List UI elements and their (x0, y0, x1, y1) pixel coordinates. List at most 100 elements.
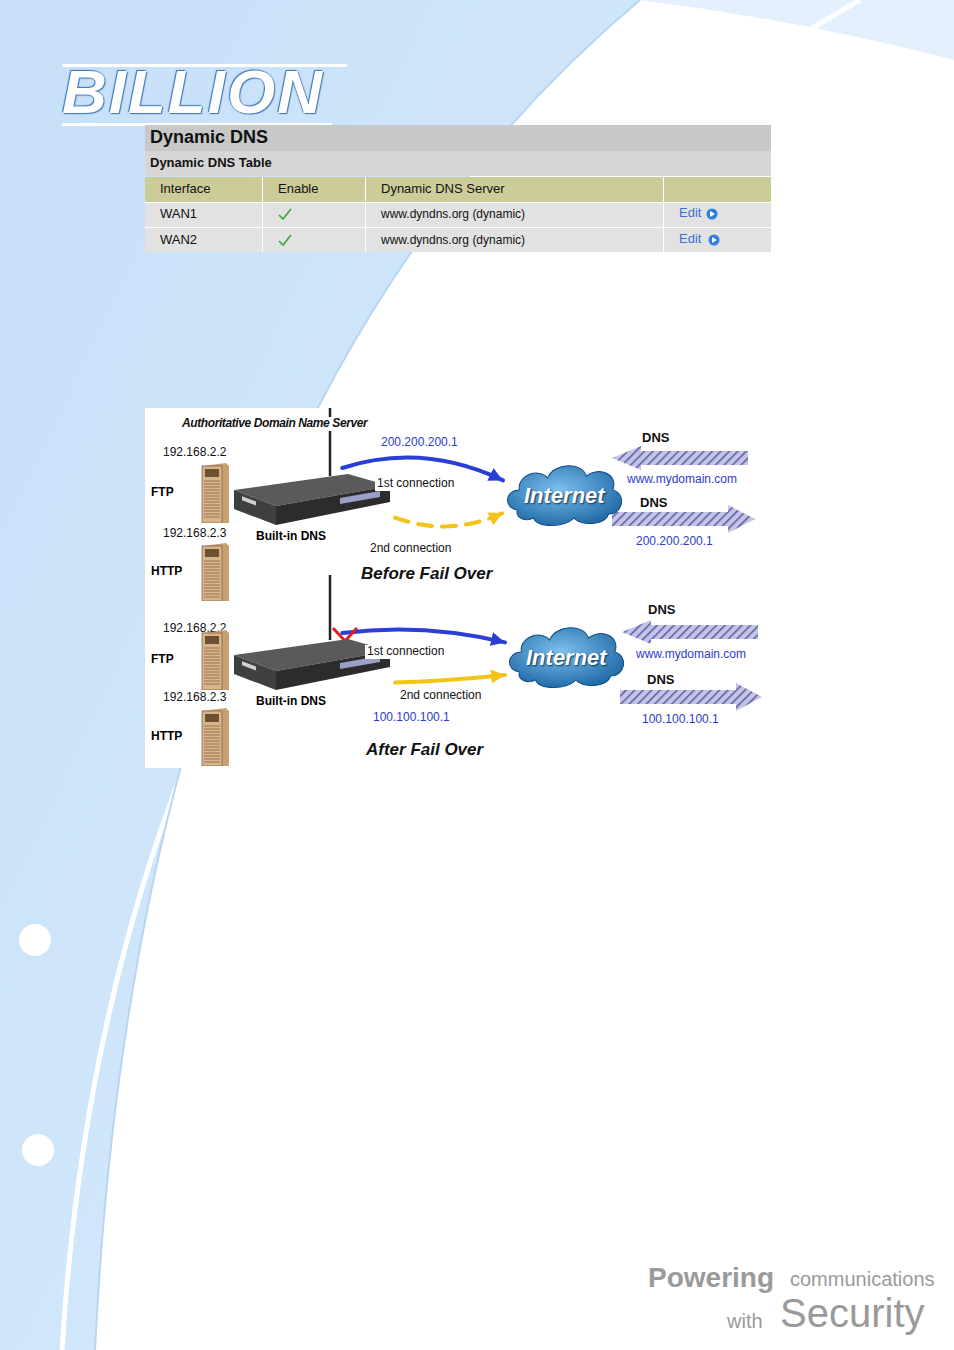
state-caption: After Fail Over (366, 740, 483, 760)
logo-text: BILLION (62, 56, 324, 127)
ddns-table-part (145, 203, 771, 227)
router-side (234, 655, 276, 690)
server-vent (204, 678, 220, 679)
server-vent (204, 750, 220, 751)
server-vent (204, 594, 220, 595)
ip-address: 200.200.200.1 (381, 436, 458, 450)
server-front (202, 466, 222, 523)
connection-arrow (395, 675, 505, 683)
server-vent (204, 753, 220, 754)
server-text: HTTP (151, 730, 182, 744)
server-vent (204, 573, 220, 574)
server-front (202, 633, 222, 690)
server-node: HTTP (148, 708, 230, 766)
server-vent (204, 511, 220, 512)
router-text: Built-in DNS (256, 530, 326, 544)
dns-arrow (620, 683, 762, 711)
router-side (234, 490, 276, 525)
decor-dot (19, 924, 51, 956)
edit-icon (712, 237, 717, 243)
ddns-table-part (365, 177, 366, 252)
ddns-table-part (145, 151, 771, 176)
dns-arrow-part (640, 451, 748, 465)
server-vent (204, 567, 220, 568)
router-text: Built-in DNS (256, 695, 326, 709)
domain-name: www.mydomain.com (627, 473, 737, 487)
edit-icon (709, 235, 720, 246)
edit-icon (710, 211, 715, 217)
connection-label: 2nd connection (398, 689, 483, 703)
cloud-node: Internet (503, 460, 625, 528)
dns-arrow-part (612, 512, 730, 526)
server-body (202, 708, 229, 766)
dns-arrow-part (612, 446, 641, 470)
router-node: Built-in DNS (230, 468, 395, 548)
ddns-table-part (145, 227, 771, 228)
ip-address: 192.168.2.2 (163, 446, 226, 460)
column-header: Dynamic DNS Server (381, 182, 505, 197)
ip-address: 100.100.100.1 (373, 711, 450, 725)
dns-label: DNS (642, 431, 669, 446)
server-text: FTP (151, 486, 174, 500)
decor-dot (22, 1134, 54, 1166)
router-badge (242, 661, 256, 670)
cloud-node: Internet (505, 622, 627, 690)
cloud-outline (510, 628, 624, 688)
server-node: HTTP (148, 543, 230, 601)
server-vent (204, 744, 220, 745)
edit-link: Edit (679, 232, 701, 247)
server-vent (204, 585, 220, 586)
server-vent (204, 561, 220, 562)
server-vent (204, 582, 220, 583)
slogan-word: Security (780, 1290, 925, 1336)
slogan-word: Powering (648, 1262, 774, 1294)
server-vent (204, 648, 220, 649)
server-vent (204, 756, 220, 757)
connection-label: 2nd connection (368, 542, 453, 556)
check-mark (279, 235, 291, 245)
server-icon (198, 543, 230, 601)
dns-arrow-part (728, 505, 755, 533)
table-title: Dynamic DNS (150, 127, 268, 148)
server-vent (204, 508, 220, 509)
server-vent (204, 564, 220, 565)
server-node: FTP (148, 463, 230, 523)
dns-label: DNS (648, 603, 675, 618)
edit-link: Edit (679, 206, 701, 221)
ddns-table-part (145, 125, 771, 151)
white-arc (62, 0, 860, 1350)
server-node: FTP (148, 630, 230, 690)
server-vent (204, 484, 220, 485)
server-vent (204, 681, 220, 682)
dns-arrow (612, 505, 755, 533)
ddns-table-part (262, 177, 263, 252)
server-vent (204, 747, 220, 748)
connection-arrow (342, 629, 505, 642)
ddns-table-part (145, 202, 771, 203)
cloud-outline (508, 466, 622, 526)
server-vent (204, 651, 220, 652)
table-cell: www.dyndns.org (dynamic) (381, 234, 525, 248)
router-badge (242, 496, 256, 505)
server-vent (204, 579, 220, 580)
router-icon (230, 468, 395, 528)
server-vent (204, 505, 220, 506)
connection-label: 1st connection (375, 477, 456, 491)
slogan-word: communications (790, 1268, 935, 1291)
server-vent (204, 597, 220, 598)
server-vent (204, 660, 220, 661)
server-vent (204, 732, 220, 733)
server-vent (204, 496, 220, 497)
server-text: HTTP (151, 565, 182, 579)
server-vent (204, 499, 220, 500)
server-vent (204, 675, 220, 676)
connection-label: 1st connection (365, 645, 446, 659)
server-icon (198, 708, 230, 766)
dns-label: DNS (640, 496, 667, 511)
server-front (202, 711, 222, 766)
dns-arrow-part (650, 625, 758, 639)
table-subtitle: Dynamic DNS Table (150, 156, 272, 171)
